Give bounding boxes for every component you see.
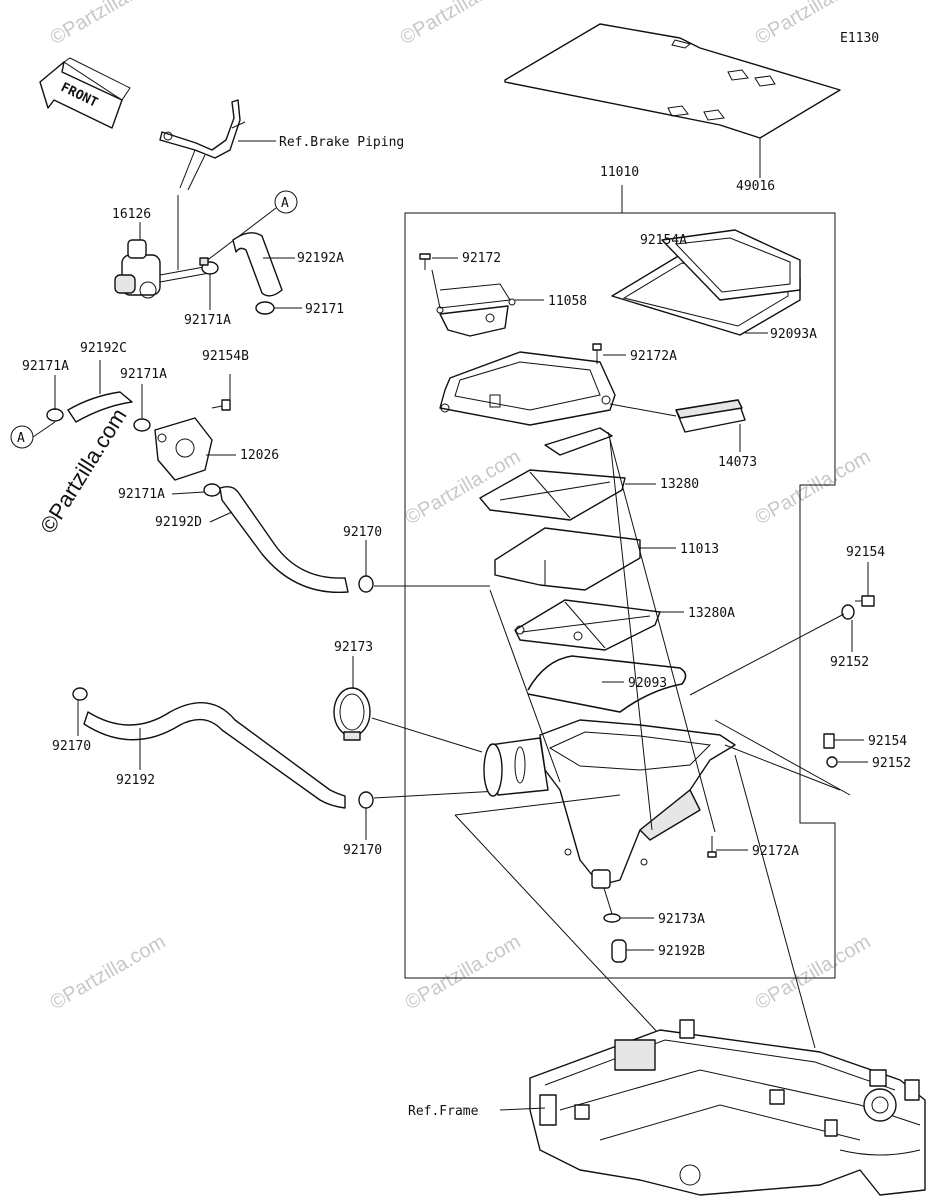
- clamp-92173: [333, 687, 371, 741]
- watermark: ©Partzilla.com: [397, 0, 520, 49]
- part-label-92154B: 92154B: [202, 349, 249, 364]
- clamp-92171A-low: [203, 483, 221, 497]
- screw-92172: [419, 253, 431, 270]
- part-label-92171A: 92171A: [120, 367, 167, 382]
- part-label-92170: 92170: [343, 525, 382, 540]
- part-label-92152: 92152: [830, 655, 869, 670]
- airbox-main-body: [483, 719, 736, 889]
- part-label-92173: 92173: [334, 640, 373, 655]
- clamp-92170-left: [72, 687, 88, 701]
- brake-piping-bracket: [159, 99, 246, 191]
- part-label-92192B: 92192B: [658, 944, 705, 959]
- ref-frame-label: Ref.Frame: [408, 1104, 479, 1119]
- front-arrow-icon: FRONT: [39, 57, 131, 129]
- part-label-92192: 92192: [116, 773, 155, 788]
- clamp-92170-low: [358, 791, 374, 809]
- screw-92172A-low: [707, 836, 717, 858]
- washer-92152-low: [826, 756, 838, 768]
- part-label-92173A: 92173A: [658, 912, 705, 927]
- clamp-92171A-top: [199, 257, 219, 275]
- bolt-92154B: [211, 399, 231, 411]
- seal-92093: [527, 655, 687, 713]
- connector-a-icon: [274, 190, 298, 214]
- part-label-92170: 92170: [343, 843, 382, 858]
- watermark: ©Partzilla.com: [402, 931, 525, 1015]
- valve-16126: [114, 239, 216, 299]
- part-label-92171: 92171: [305, 302, 344, 317]
- part-label-92152: 92152: [872, 756, 911, 771]
- part-label-92172A: 92172A: [630, 349, 677, 364]
- clamp-92171A-mid: [133, 418, 151, 432]
- airbox-upper-cover: [439, 351, 616, 426]
- part-label-92093: 92093: [628, 676, 667, 691]
- gasket-92093A: [611, 229, 801, 336]
- frame-13280: [479, 427, 626, 521]
- part-label-11058: 11058: [548, 294, 587, 309]
- connector-a-label: A: [281, 196, 289, 211]
- part-label-92171A: 92171A: [118, 487, 165, 502]
- part-label-92154: 92154: [846, 545, 885, 560]
- part-label-11013: 11013: [680, 542, 719, 557]
- part-labels: Ref.Brake Piping 49016 11010 16126 92192…: [22, 135, 911, 1119]
- part-label-12026: 12026: [240, 448, 279, 463]
- screw-92172A-top: [592, 343, 602, 364]
- part-label-92170: 92170: [52, 739, 91, 754]
- part-label-92172: 92172: [462, 251, 501, 266]
- part-label-92154A: 92154A: [640, 233, 687, 248]
- frame-13280A: [514, 599, 661, 651]
- washer-92152-top: [841, 604, 855, 620]
- ref-brake-piping-label: Ref.Brake Piping: [279, 135, 404, 150]
- watermark: ©Partzilla.com: [47, 931, 170, 1015]
- part-label-49016: 49016: [736, 179, 775, 194]
- watermark-dark: ©Partzilla.com: [35, 404, 132, 538]
- part-label-92093A: 92093A: [770, 327, 817, 342]
- clamp-92171: [255, 301, 275, 315]
- part-label-92154: 92154: [868, 734, 907, 749]
- clamp-92173A: [603, 913, 621, 923]
- bolt-92154-top: [855, 595, 875, 607]
- part-label-92192D: 92192D: [155, 515, 202, 530]
- bracket-11058: [431, 269, 516, 337]
- part-label-13280: 13280: [660, 477, 699, 492]
- hose-92192B: [611, 939, 627, 963]
- element-11013: [494, 527, 641, 591]
- part-label-92172A: 92172A: [752, 844, 799, 859]
- part-label-92192A: 92192A: [297, 251, 344, 266]
- part-label-11010: 11010: [600, 165, 639, 180]
- diagram-code: E1130: [840, 31, 879, 46]
- watermark: ©Partzilla.com: [752, 446, 875, 530]
- part-label-13280A: 13280A: [688, 606, 735, 621]
- watermark: ©Partzilla.com: [752, 931, 875, 1015]
- bolt-92154-low: [823, 733, 840, 749]
- watermarks: ©Partzilla.com ©Partzilla.com ©Partzilla…: [35, 0, 874, 1014]
- part-label-92192C: 92192C: [80, 341, 127, 356]
- cover-12026: [154, 417, 213, 481]
- part-label-92171A: 92171A: [22, 359, 69, 374]
- part-label-16126: 16126: [112, 207, 151, 222]
- duct-14073: [675, 399, 746, 433]
- connector-a-label: A: [17, 431, 25, 446]
- clamp-92170-top: [358, 575, 374, 593]
- cover-plate-49016: [504, 23, 841, 139]
- part-label-14073: 14073: [718, 455, 757, 470]
- part-label-92171A: 92171A: [184, 313, 231, 328]
- clamp-92171A-left: [46, 408, 64, 422]
- frame-structure: [529, 1019, 926, 1196]
- watermark: ©Partzilla.com: [47, 0, 170, 49]
